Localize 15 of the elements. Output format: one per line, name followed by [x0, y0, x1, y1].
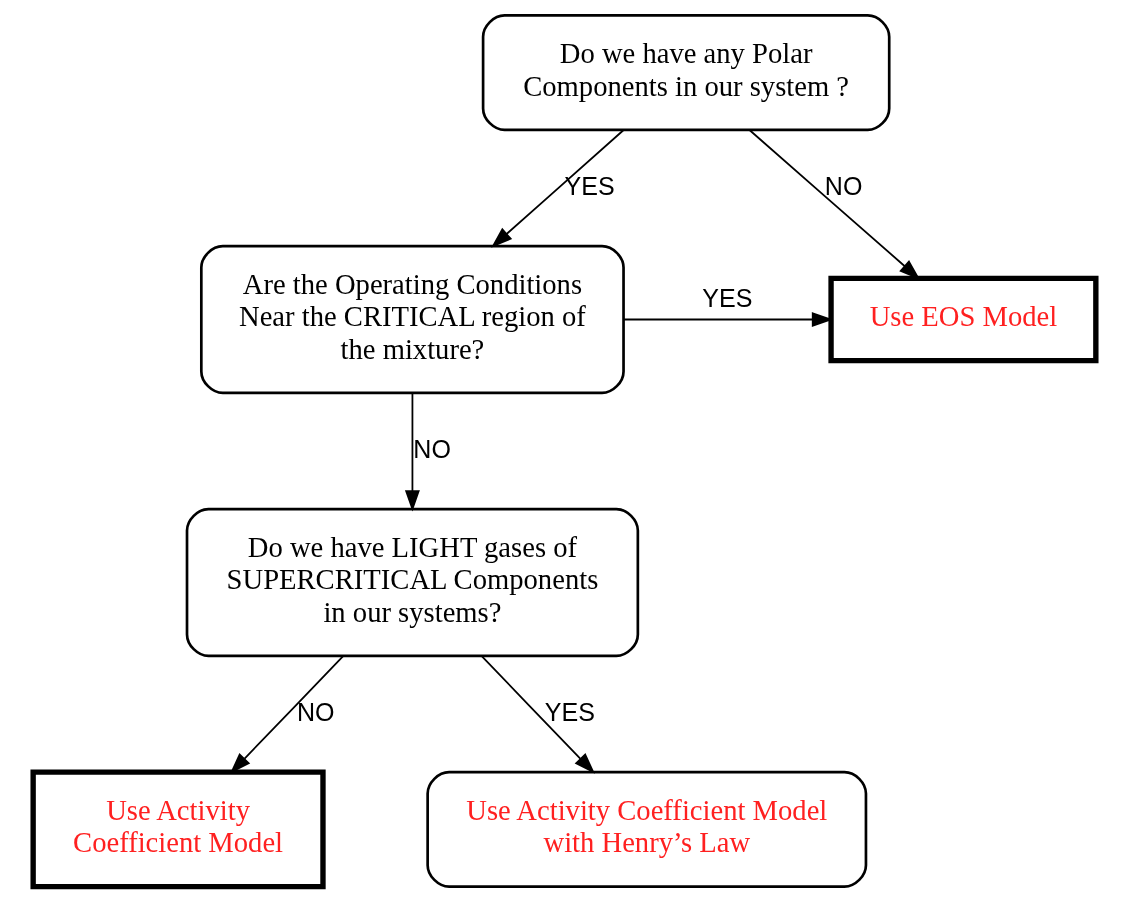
- node-box: Do we have any Polar Components in our system ?: [481, 14, 891, 132]
- arrow: [491, 129, 625, 248]
- edge-label: YES: [544, 697, 595, 726]
- edge-label: NO: [297, 697, 335, 726]
- edge-label: YES: [702, 284, 753, 313]
- edge-label: NO: [413, 434, 451, 463]
- node-box: Use Activity Coefficient Model with Henry’s Law: [426, 770, 868, 888]
- arrow: [404, 391, 420, 512]
- node-box: Are the Operating Conditions Near the CRITICAL region of the mixture?: [200, 244, 625, 395]
- edge-label: YES: [564, 171, 615, 200]
- node-box: Use EOS Model: [828, 275, 1099, 364]
- edge-label: NO: [824, 171, 863, 200]
- node-box: Use Activity Coefficient Model: [30, 769, 326, 890]
- arrow: [480, 655, 595, 774]
- node-box: Do we have LIGHT gases of SUPERCRITICAL Components in our systems?: [185, 507, 640, 658]
